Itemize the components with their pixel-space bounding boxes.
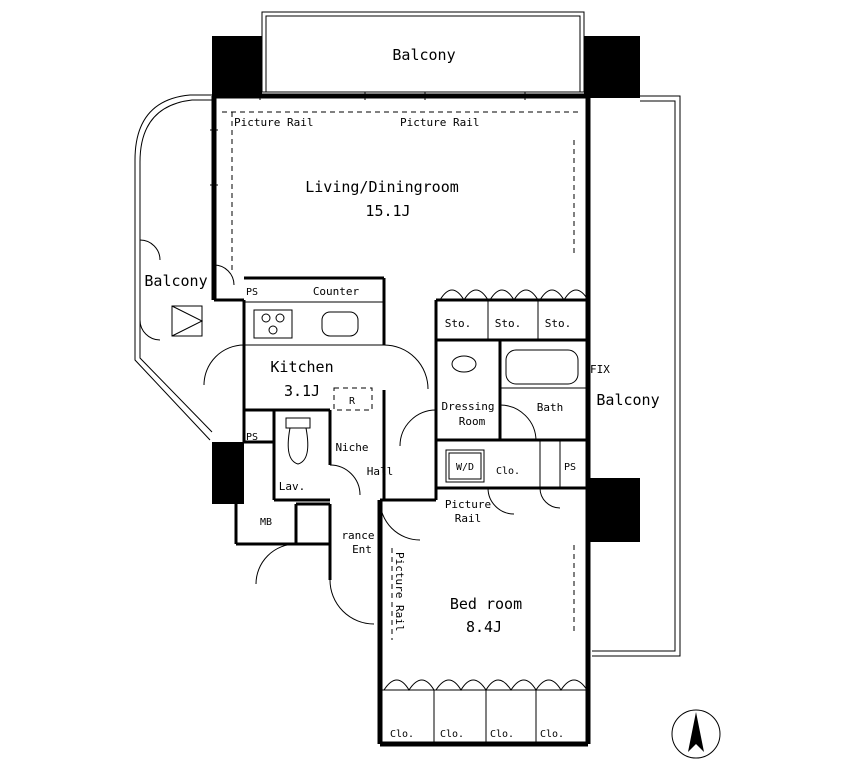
closet-label: Clo.	[390, 729, 414, 740]
ps-label: PS	[246, 432, 258, 443]
ps-label: PS	[246, 287, 258, 298]
column	[212, 442, 244, 504]
kitchen-size: 3.1J	[284, 382, 320, 400]
exterior-walls	[211, 93, 591, 747]
toilet-icon	[285, 417, 311, 465]
refrigerator-label: R	[349, 396, 356, 407]
living-room-label: Living/Diningroom	[305, 178, 459, 196]
storage-label: Sto.	[495, 317, 522, 330]
storage-label: Sto.	[545, 317, 572, 330]
bedroom-size: 8.4J	[466, 618, 502, 636]
door-swings	[139, 239, 561, 625]
washer-dryer-label: W/D	[456, 462, 474, 473]
fix-label: FIX	[590, 363, 610, 376]
niche-label: Niche	[335, 441, 368, 454]
kitchen-label: Kitchen	[270, 358, 333, 376]
meter-box-label: MB	[260, 517, 272, 528]
bathtub-icon	[505, 349, 579, 385]
picture-rail-label: Rail	[455, 512, 482, 525]
counter-label: Counter	[313, 285, 360, 298]
picture-rail-label: Picture	[445, 498, 491, 511]
balcony-top-label: Balcony	[392, 46, 455, 64]
north-arrow-icon	[671, 709, 721, 759]
sink-icon	[321, 311, 359, 337]
entrance-label: rance	[341, 529, 374, 542]
picture-rail-label: Picture Rail	[234, 116, 313, 129]
picture-rails	[222, 111, 578, 640]
window-ticks	[210, 92, 526, 186]
ps-label: PS	[564, 462, 576, 473]
balcony-right-outline	[592, 95, 681, 657]
closet-label: Clo.	[496, 466, 520, 477]
closet-label: Clo.	[490, 729, 514, 740]
closet-label: Clo.	[440, 729, 464, 740]
balcony-left-label: Balcony	[144, 272, 207, 290]
living-room-size: 15.1J	[365, 202, 410, 220]
column	[212, 36, 262, 96]
closet-label: Clo.	[540, 729, 564, 740]
dressing-room-label: Room	[459, 415, 486, 428]
bedroom-label: Bed room	[450, 595, 522, 613]
picture-rail-label: Picture Rail	[393, 552, 406, 631]
balcony-right-label: Balcony	[596, 391, 659, 409]
dressing-room-label: Dressing	[442, 400, 495, 413]
storage-doors	[383, 289, 589, 691]
column	[586, 478, 640, 542]
hall-label: Hall	[367, 465, 394, 478]
picture-rail-label: Picture Rail	[400, 116, 479, 129]
storage-label: Sto.	[445, 317, 472, 330]
refrigerator-box	[333, 387, 373, 411]
vent-icon	[171, 305, 204, 337]
washer-dryer-icon	[445, 449, 485, 483]
lavatory-label: Lav.	[279, 480, 306, 493]
interior-walls	[244, 276, 588, 744]
stove-icon	[253, 309, 293, 339]
column	[584, 36, 640, 98]
balcony-left-outline	[134, 94, 213, 441]
bath-label: Bath	[537, 401, 564, 414]
entrance-label: Ent	[352, 543, 372, 556]
washbasin-icon	[451, 355, 477, 373]
